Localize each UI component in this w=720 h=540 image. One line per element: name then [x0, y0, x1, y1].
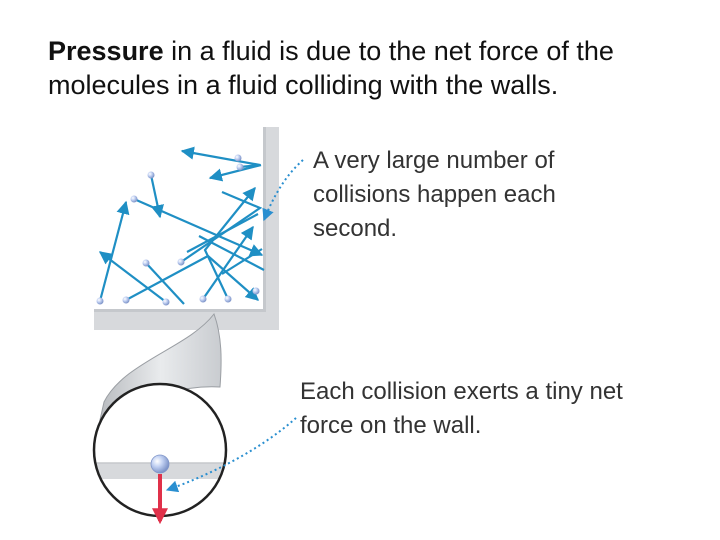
dotted-pointer-force	[165, 417, 297, 493]
heading-rest: in a fluid is due to the net force of th…	[48, 36, 614, 100]
caption-collisions-per-second: A very large number of collisions happen…	[313, 147, 556, 242]
heading-bold-term: Pressure	[48, 36, 164, 66]
molecule-dots	[96, 154, 260, 306]
magnified-view	[92, 382, 228, 525]
dotted-pointer-collisions	[262, 159, 304, 222]
molecule-icon	[150, 454, 170, 474]
molecule-trajectories	[98, 146, 265, 305]
caption-collision-force: Each collision exerts a tiny net force o…	[300, 378, 623, 439]
heading-text: Pressure in a fluid is due to the net fo…	[48, 34, 688, 102]
